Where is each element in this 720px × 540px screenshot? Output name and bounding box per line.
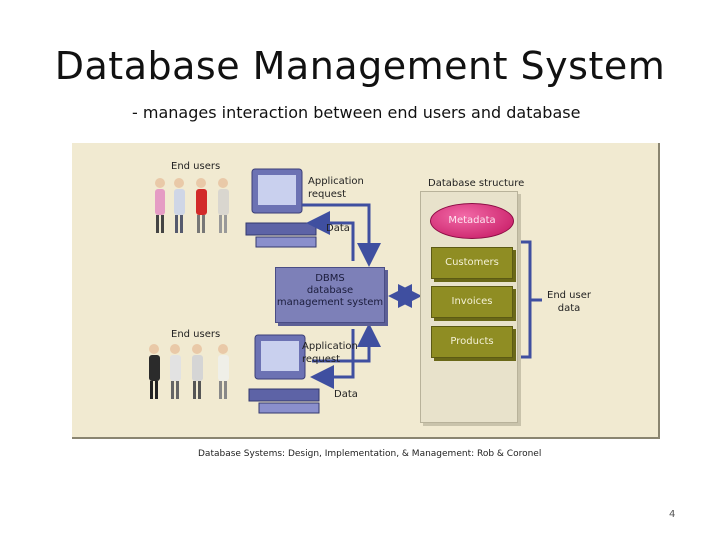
database-structure-label: Database structure: [428, 178, 525, 189]
end-users-top-icon: [155, 178, 229, 233]
dbms-label-line1: DBMS: [315, 273, 345, 284]
app-request-bottom-label: Application request: [302, 341, 358, 365]
page-number: 4: [669, 509, 676, 520]
metadata-node: Metadata: [430, 203, 514, 239]
dbms-label-line3: management system: [276, 297, 384, 308]
end-user-data-label: End user data: [547, 290, 591, 314]
end-user-data-bracket: [518, 240, 542, 359]
computer-bottom-icon: [248, 334, 320, 414]
end-users-top-label: End users: [171, 161, 221, 172]
dbms-diagram: End users Application request Data End u…: [72, 143, 660, 439]
computer-top-icon: [245, 168, 317, 248]
slide-subtitle: - manages interaction between end users …: [132, 103, 581, 122]
customers-table: Customers: [431, 247, 513, 279]
figure-caption: Database Systems: Design, Implementation…: [198, 449, 542, 459]
end-users-bottom-label: End users: [171, 329, 221, 340]
end-users-bottom-icon: [149, 344, 229, 399]
invoices-table: Invoices: [431, 286, 513, 318]
slide-title: Database Management System: [54, 44, 666, 88]
data-bottom-label: Data: [334, 389, 358, 400]
request-arrow-top: [302, 203, 381, 267]
dbms-label-line2: database: [306, 285, 354, 296]
app-request-top-label: Application request: [308, 176, 364, 200]
data-arrow-top: [306, 211, 355, 261]
diagram-graphics: [149, 168, 542, 414]
data-arrow-bottom: [310, 329, 355, 389]
request-arrow-bottom: [312, 323, 381, 363]
products-table: Products: [431, 326, 513, 358]
dbms-box: DBMS database management system: [275, 267, 385, 323]
data-top-label: Data: [326, 223, 350, 234]
